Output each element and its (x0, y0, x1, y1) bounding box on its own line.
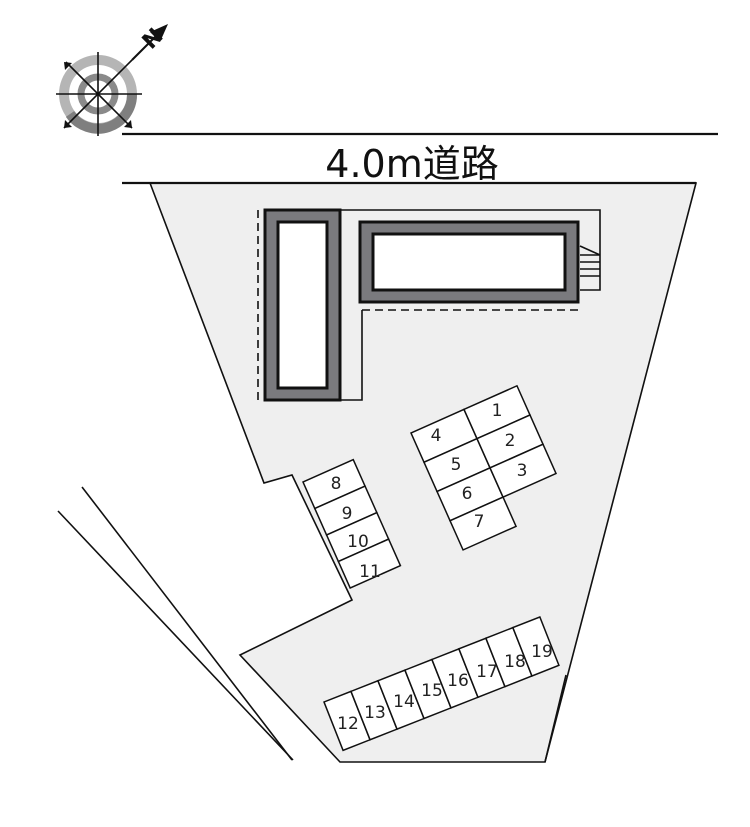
parking-group-c (323, 615, 560, 752)
space-label-2: 2 (505, 431, 516, 451)
space-label-9: 9 (342, 504, 353, 524)
parking-space-11[interactable] (337, 538, 402, 589)
space-label-15: 15 (421, 681, 443, 701)
space-label-6: 6 (462, 484, 473, 504)
stairs-icon (579, 245, 601, 277)
north-arrow-icon (150, 24, 168, 42)
parking-group-a (410, 384, 558, 551)
space-label-11: 11 (359, 562, 381, 582)
parking-space-19[interactable] (511, 615, 560, 677)
space-label-8: 8 (331, 474, 342, 494)
adjacent-road-line (57, 510, 294, 761)
space-label-1: 1 (492, 401, 503, 421)
adjacent-road-line (81, 486, 293, 761)
space-label-7: 7 (474, 512, 485, 532)
space-label-19: 19 (531, 642, 553, 662)
space-label-12: 12 (337, 714, 359, 734)
space-label-16: 16 (447, 671, 469, 691)
space-label-14: 14 (393, 692, 415, 712)
space-label-10: 10 (347, 532, 369, 552)
space-label-13: 13 (364, 703, 386, 723)
building-west (263, 208, 342, 402)
building-north (358, 220, 580, 304)
compass-icon: N (56, 24, 169, 136)
space-label-17: 17 (476, 662, 498, 682)
space-label-3: 3 (517, 461, 528, 481)
parking-space-3[interactable] (489, 443, 558, 499)
parking-space-7[interactable] (449, 496, 518, 551)
road-label: 4.0m道路 (325, 142, 498, 186)
space-label-4: 4 (431, 426, 442, 446)
space-label-18: 18 (504, 652, 526, 672)
space-label-5: 5 (451, 455, 462, 475)
parking-group-b (302, 458, 402, 589)
